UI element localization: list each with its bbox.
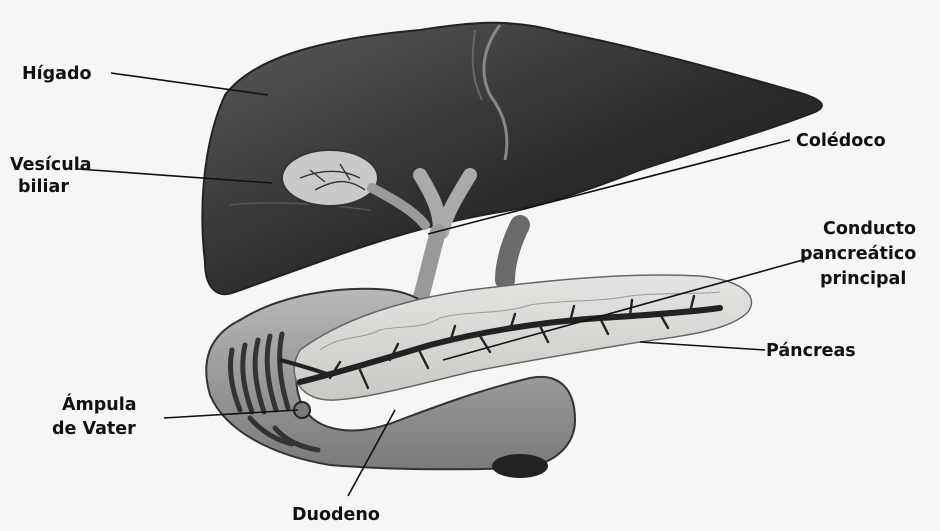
label-pancreas: Páncreas xyxy=(766,341,856,361)
label-higado: Hígado xyxy=(22,64,92,84)
label-conducto-line3: principal xyxy=(820,269,906,289)
leader-pancreas xyxy=(640,342,765,350)
label-vesicula-line1: Vesícula xyxy=(10,155,92,175)
label-conducto-line1: Conducto xyxy=(823,219,916,239)
label-ampula-line2: de Vater xyxy=(52,419,136,439)
label-conducto-line2: pancreático xyxy=(800,244,916,264)
label-coledoco: Colédoco xyxy=(796,131,886,151)
label-vesicula-line2: biliar xyxy=(18,177,69,197)
label-ampula-line1: Ámpula xyxy=(62,393,137,415)
label-duodeno: Duodeno xyxy=(292,505,380,525)
